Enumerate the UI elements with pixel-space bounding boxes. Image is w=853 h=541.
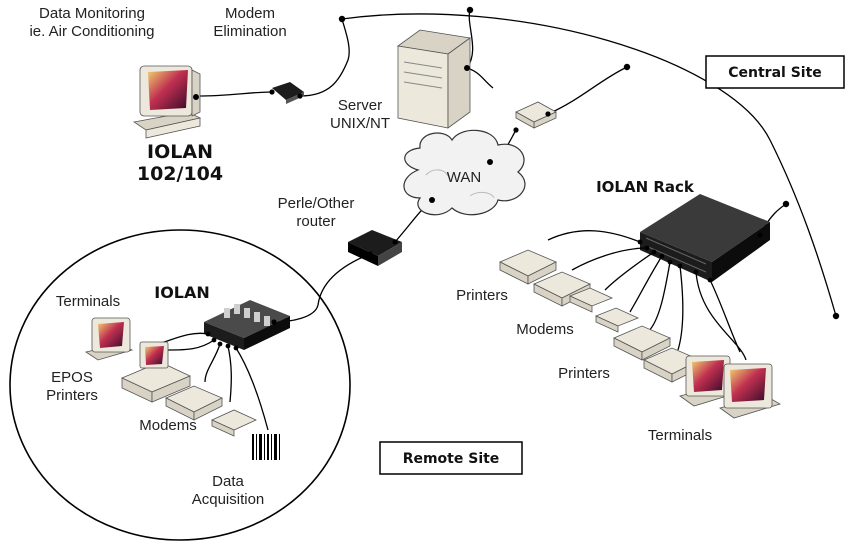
remote-terminal bbox=[85, 317, 134, 361]
remote-site-label: Remote Site bbox=[403, 451, 500, 467]
rack-modem-1 bbox=[568, 287, 614, 313]
printers-remote-label: Printers bbox=[46, 387, 98, 404]
iolan-rack-title: IOLAN Rack bbox=[596, 178, 695, 196]
wan-cloud bbox=[403, 129, 526, 216]
wan-access-device bbox=[513, 101, 557, 133]
iolan-remote-title: IOLAN bbox=[154, 283, 210, 302]
modems-rack-label: Modems bbox=[516, 321, 574, 338]
perle-router bbox=[348, 230, 402, 266]
terminals-rack-label: Terminals bbox=[648, 427, 712, 444]
central-site-label: Central Site bbox=[728, 65, 822, 81]
iolan-102-title: IOLAN bbox=[147, 141, 213, 163]
modem-elimination-device bbox=[269, 82, 304, 104]
rack-printer-2 bbox=[533, 271, 591, 307]
epos-label: EPOS bbox=[51, 369, 93, 386]
iolan-remote-unit bbox=[204, 300, 290, 350]
rack-printer-3 bbox=[613, 325, 671, 361]
modem-label: Modem bbox=[225, 5, 275, 22]
remote-site-boundary bbox=[9, 229, 351, 541]
data-label: Data bbox=[212, 473, 244, 490]
rack-modem-2 bbox=[594, 307, 640, 333]
central-site-box: Central Site bbox=[705, 55, 845, 89]
remote-modem bbox=[211, 409, 257, 437]
printers-rack-label-1: Printers bbox=[456, 287, 508, 304]
wan-label: WAN bbox=[447, 169, 481, 186]
remote-site-box: Remote Site bbox=[379, 441, 523, 475]
central-backbone-line bbox=[341, 13, 837, 317]
rack-cables bbox=[547, 230, 747, 361]
terminals-remote-label: Terminals bbox=[56, 293, 120, 310]
iolan-rack-unit bbox=[640, 194, 770, 282]
data-monitoring-label: Data Monitoring bbox=[39, 5, 145, 22]
air-conditioning-label: ie. Air Conditioning bbox=[29, 23, 154, 40]
printers-rack-label-2: Printers bbox=[558, 365, 610, 382]
rack-terminals bbox=[679, 355, 782, 419]
server-label: Server bbox=[338, 97, 382, 114]
data-monitoring-computer bbox=[132, 65, 202, 139]
iolan-102-model: 102/104 bbox=[137, 163, 223, 185]
epos-terminal bbox=[121, 341, 191, 403]
unix-nt-label: UNIX/NT bbox=[330, 115, 390, 132]
barcode-icon bbox=[252, 434, 280, 460]
elimination-label: Elimination bbox=[213, 23, 286, 40]
server-tower bbox=[396, 29, 472, 129]
remote-cables bbox=[149, 331, 269, 431]
modems-remote-label: Modems bbox=[139, 417, 197, 434]
remote-printer bbox=[165, 385, 223, 421]
acquisition-label: Acquisition bbox=[192, 491, 265, 508]
rack-printer-1 bbox=[499, 249, 557, 285]
perle-router-label-1: Perle/Other bbox=[278, 195, 355, 212]
perle-router-label-2: router bbox=[296, 213, 335, 230]
